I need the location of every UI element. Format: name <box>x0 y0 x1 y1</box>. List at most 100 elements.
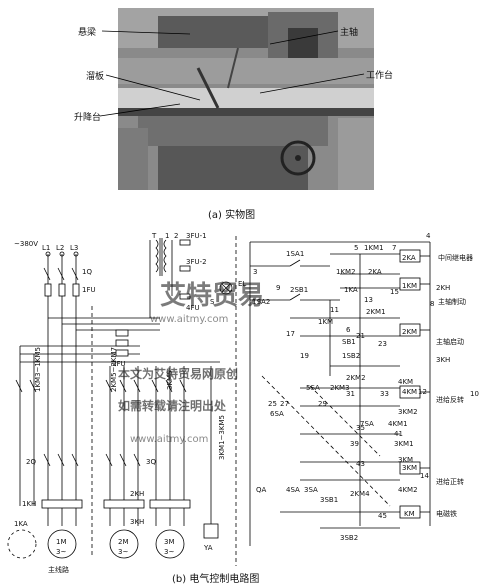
motor-3m-phase: 3~ <box>164 548 174 556</box>
watermark-brand: 艾特贸易 <box>160 280 264 311</box>
coil-1km: 1KM <box>402 282 417 290</box>
wire-17: 17 <box>286 330 295 338</box>
photo-caption: (a) 实物图 <box>208 210 256 221</box>
switch-s: S <box>210 298 215 306</box>
contact-4km: 4KM <box>398 378 413 386</box>
label-feed-reverse: 进给反转 <box>436 395 464 404</box>
contact-2ka: 2KA <box>368 268 382 276</box>
phase-l3: L3 <box>70 244 78 252</box>
wire-29: 29 <box>318 400 327 408</box>
watermark-line1: 本文为艾特贸易网原创 <box>118 366 238 381</box>
photo-leaders <box>99 30 365 117</box>
contacts-3km1-3km5: 3KM1~3KM5 <box>218 415 226 460</box>
wire-13: 13 <box>364 296 373 304</box>
wire-10: 10 <box>470 390 479 398</box>
label-relay: 中间继电器 <box>438 253 473 262</box>
wire-5: 5 <box>354 244 358 252</box>
contact-sb1: SB1 <box>342 338 356 346</box>
coil-km: KM <box>404 510 415 518</box>
label-knee: 升降台 <box>74 113 102 123</box>
contact-2km4: 2KM4 <box>350 490 370 498</box>
switch-1q: 1Q <box>82 268 92 276</box>
contact-1km1: 1KM1 <box>364 244 384 252</box>
contact-1km2: 1KM2 <box>336 268 356 276</box>
electromagnet-ya: YA <box>203 544 213 552</box>
contact-7sa: 7SA <box>360 420 374 428</box>
contact-1sa1: 1SA1 <box>286 250 304 258</box>
transformer-num-2: 2 <box>174 232 178 240</box>
contact-1sa2: 1SA2 <box>252 298 270 306</box>
watermark-site-1: www.aitmy.com <box>150 314 228 325</box>
contact-2km2: 2KM2 <box>346 374 366 382</box>
motor-1m-phase: 3~ <box>56 548 66 556</box>
switch-2q: 2Q <box>26 458 36 466</box>
wire-45: 45 <box>378 512 387 520</box>
thermal-1kh: 1KH <box>22 500 36 508</box>
wire-15: 15 <box>390 288 399 296</box>
wire-31: 31 <box>346 390 355 398</box>
thermal-3kh: 3KH <box>130 518 144 526</box>
fuse-4fu: 4FU <box>186 304 200 312</box>
motor-2m-phase: 3~ <box>118 548 128 556</box>
contact-3km2: 3KM2 <box>398 408 418 416</box>
contact-4sa: 4SA <box>286 486 300 494</box>
label-feed-forward: 进给正转 <box>436 477 464 486</box>
wire-33: 33 <box>380 390 389 398</box>
contacts-3km5: 3KM5 <box>166 370 174 390</box>
watermark: 艾特贸易 www.aitmy.com 本文为艾特贸易网原创 如需转载请注明出处 … <box>118 280 264 445</box>
coil-3km: 3KM <box>402 464 417 472</box>
fuse-3fu-2: 3FU-2 <box>186 258 207 266</box>
coil-2km: 2KM <box>402 328 417 336</box>
contact-3kh: 3KH <box>436 356 450 364</box>
wire-19: 19 <box>300 352 309 360</box>
supply-voltage: ~380V <box>14 240 38 248</box>
contact-2km3: 2KM3 <box>330 384 350 392</box>
wire-9: 9 <box>276 284 280 292</box>
label-overarm: 悬梁 <box>78 28 97 38</box>
wire-4: 4 <box>426 232 431 240</box>
contact-1sb2: 1SB2 <box>342 352 360 360</box>
fuse-3fu-1: 3FU-1 <box>186 232 207 240</box>
contact-4km2: 4KM2 <box>398 486 418 494</box>
contact-3sb2: 3SB2 <box>340 534 358 542</box>
label-worktable: 工作台 <box>366 71 394 81</box>
wire-25: 25 <box>268 400 277 408</box>
contact-1km: 1KM <box>318 318 333 326</box>
label-spindle-brake: 主轴制动 <box>438 297 466 306</box>
fuse-1fu: 1FU <box>82 286 96 294</box>
lamp-el: EL <box>238 280 246 288</box>
contact-2kh: 2KH <box>436 284 450 292</box>
label-spindle-start: 主轴启动 <box>436 337 464 346</box>
phase-l1: L1 <box>42 244 50 252</box>
wire-6: 6 <box>346 326 351 334</box>
wire-14: 14 <box>420 472 429 480</box>
wire-8: 8 <box>430 300 434 308</box>
contact-qa: QA <box>256 486 267 494</box>
contacts-2km5-2km7: 2KM5~2KM7 <box>110 347 118 392</box>
wire-39: 39 <box>350 440 359 448</box>
wire-35: 35 <box>356 424 365 432</box>
label-saddle: 溜板 <box>86 72 105 82</box>
main-circuit-label: 主线路 <box>48 565 69 574</box>
switch-3q: 3Q <box>146 458 156 466</box>
diagram-caption: (b) 电气控制电路图 <box>172 574 260 585</box>
contact-3km: 3KM <box>398 456 413 464</box>
machine-photo <box>118 8 374 190</box>
contact-4km1: 4KM1 <box>388 420 408 428</box>
wire-43: 43 <box>356 460 365 468</box>
contacts-1km3-1km5: 1KM3~1KM5 <box>34 347 42 392</box>
wire-3: 3 <box>253 268 257 276</box>
coil-2ka: 2KA <box>402 254 416 262</box>
fuse-2fu: 2FU <box>112 360 126 368</box>
wire-41: 41 <box>394 430 403 438</box>
coil-4km: 4KM <box>402 388 417 396</box>
contact-3km1: 3KM1 <box>394 440 414 448</box>
relay-1ka: 1KA <box>14 520 28 528</box>
wire-7: 7 <box>392 244 396 252</box>
contact-1ka: 1KA <box>344 286 358 294</box>
wire-11: 11 <box>330 306 339 314</box>
contact-2km1: 2KM1 <box>366 308 386 316</box>
contact-2sb1: 2SB1 <box>290 286 308 294</box>
contact-6sa: 6SA <box>270 410 284 418</box>
motor-1m: 1M <box>56 538 67 546</box>
